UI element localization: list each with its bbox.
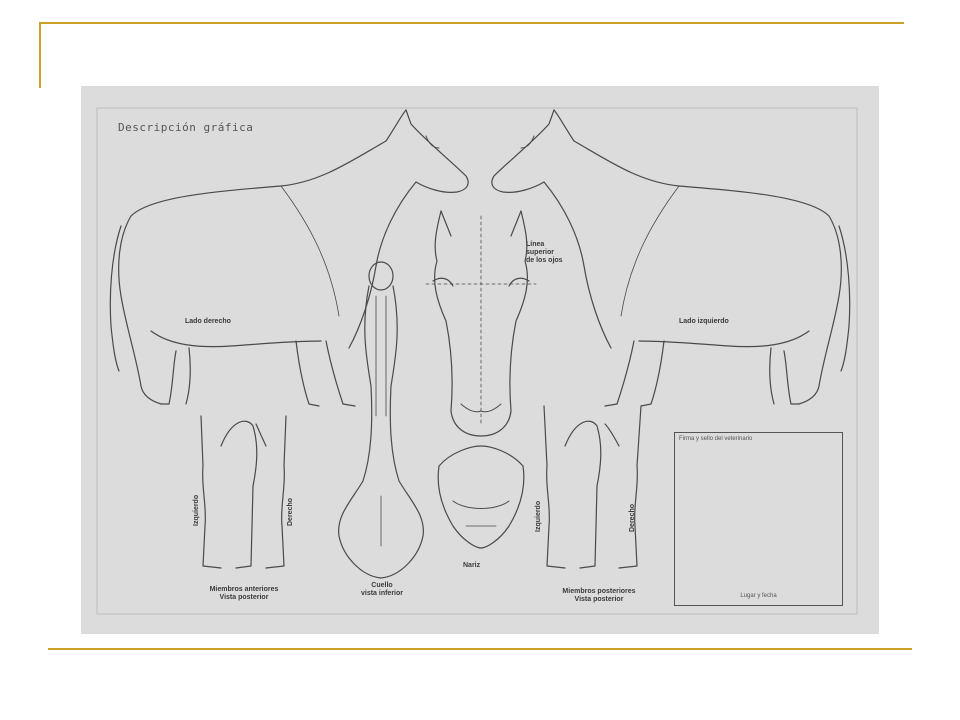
- horse-muzzle-drawing: [437, 445, 525, 549]
- horse-description-sheet: Descripción gráfica Lado derecho Lado iz…: [81, 86, 879, 634]
- label-eye-line-1: Línea: [526, 241, 545, 248]
- label-eye-line-2: superior: [526, 249, 555, 256]
- label-front-izquierdo: Izquierdo: [193, 494, 200, 526]
- label-hind-izquierdo: Izquierdo: [535, 500, 542, 532]
- horse-line-drawings: [96, 107, 858, 615]
- horse-head-front-drawing: [425, 210, 537, 437]
- label-eye-line: Línea superior de los ojos: [526, 241, 563, 265]
- label-eye-line-3: de los ojos: [526, 257, 563, 264]
- label-front-limbs: Miembros anteriores Vista posterior: [179, 586, 309, 602]
- label-front-limbs-2: Vista posterior: [219, 594, 269, 601]
- sheet-title: Descripción gráfica: [118, 121, 254, 134]
- label-neck-2: vista inferior: [360, 590, 403, 597]
- label-muzzle: Nariz: [463, 562, 481, 569]
- top-accent-line: [39, 22, 904, 24]
- horse-left-side-drawing: [491, 109, 851, 407]
- label-neck-1: Cuello: [371, 582, 393, 589]
- hind-limbs-posterior-drawing: [543, 405, 642, 569]
- label-hind-derecho: Derecho: [629, 503, 636, 532]
- left-accent-line: [39, 22, 41, 88]
- bottom-accent-line: [48, 648, 912, 650]
- signature-box-footer: Lugar y fecha: [740, 593, 777, 599]
- label-front-derecho: Derecho: [287, 497, 294, 526]
- signature-box: Firma y sello del veterinario Lugar y fe…: [674, 432, 843, 606]
- label-right-side: Lado derecho: [185, 318, 231, 325]
- horse-right-side-drawing: [109, 109, 469, 407]
- label-neck: Cuello vista inferior: [337, 582, 427, 598]
- label-front-limbs-1: Miembros anteriores: [209, 586, 279, 593]
- signature-box-title: Firma y sello del veterinario: [679, 436, 753, 442]
- label-hind-limbs-1: Miembros posteriores: [562, 588, 636, 595]
- label-hind-limbs-2: Vista posterior: [574, 596, 624, 603]
- label-hind-limbs: Miembros posteriores Vista posterior: [529, 588, 669, 604]
- front-limbs-posterior-drawing: [200, 415, 287, 569]
- horse-neck-inferior-drawing: [338, 261, 424, 579]
- label-left-side: Lado izquierdo: [679, 318, 729, 325]
